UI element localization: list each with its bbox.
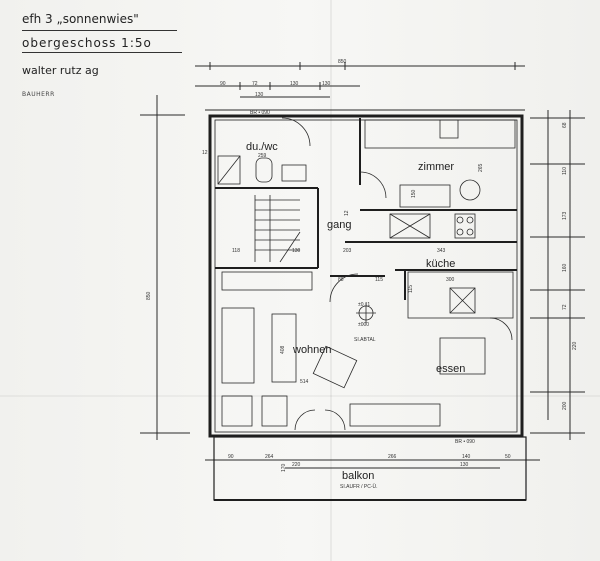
dim-interior: 118 xyxy=(232,248,240,254)
dim-interior: 514 xyxy=(300,379,309,385)
paper-fold-horizontal xyxy=(0,395,600,397)
room-label-dining: essen xyxy=(436,363,465,375)
dim-interior: 343 xyxy=(437,248,446,254)
dimension-lines xyxy=(140,62,585,469)
balcony-note: SI.AUFR / PC-Ü. xyxy=(340,483,378,490)
dim-left-total: 850 xyxy=(146,291,152,300)
dim-top-segment: 130 xyxy=(290,81,299,87)
dim-top-segment: 72 xyxy=(252,81,258,87)
dim-interior: 88 xyxy=(338,277,344,283)
dim-right-segment: 68 xyxy=(562,122,568,128)
room-label-hallway: gang xyxy=(327,219,351,231)
dim-right-segment: 72 xyxy=(562,304,568,310)
br-note-top: BR • 090 xyxy=(250,110,270,116)
dim-interior: 115 xyxy=(375,277,383,283)
level-value: ±0.11 xyxy=(358,302,370,308)
dim-interior: 300 xyxy=(446,277,455,283)
dim-interior: 170 xyxy=(281,463,287,472)
dim-bottom-segment: 50 xyxy=(505,454,511,460)
dim-interior: 12 xyxy=(202,150,208,156)
room-label-bedroom: zimmer xyxy=(418,161,454,173)
room-label-bathroom: du./wc xyxy=(246,141,278,153)
architect-name: walter rutz ag xyxy=(22,64,99,77)
dim-top-sub: 130 xyxy=(255,92,264,98)
dim-interior: 115 xyxy=(408,285,414,293)
dim-top-segment: 130 xyxy=(322,81,331,87)
project-title: efh 3 „sonnenwies" xyxy=(22,12,139,26)
level-base: ±000 xyxy=(358,322,369,328)
room-label-balcony: balkon xyxy=(342,470,374,482)
dim-interior: 259 xyxy=(258,153,267,159)
dim-interior: 203 xyxy=(343,248,352,254)
client-label: BAUHERR xyxy=(22,91,55,98)
paper-fold-vertical xyxy=(330,0,332,561)
dim-right-segment: 110 xyxy=(562,167,568,175)
dim-bottom-segment: 266 xyxy=(388,454,397,460)
abtal-note: SI.ABTAL xyxy=(354,337,376,343)
dim-interior: 130 xyxy=(292,248,301,254)
dim-interior: 12 xyxy=(344,210,350,216)
dim-right-segment: 173 xyxy=(562,211,568,220)
dim-interior: 150 xyxy=(411,189,417,198)
dim-right-segment: 220 xyxy=(572,341,578,350)
title-underline xyxy=(22,30,177,31)
stair-and-fixtures xyxy=(217,117,516,431)
dim-top-total: 850 xyxy=(338,59,347,65)
balcony-slab xyxy=(213,436,527,501)
interior-walls xyxy=(215,118,517,300)
dim-interior: 265 xyxy=(478,163,484,172)
dim-bottom-sub: 130 xyxy=(460,462,469,468)
dim-bottom-segment: 264 xyxy=(265,454,274,460)
dim-bottom-sub: 220 xyxy=(292,462,301,468)
dim-bottom-segment: 140 xyxy=(462,454,471,460)
title-underline xyxy=(22,52,182,53)
floor-scale-title: obergeschoss 1:5o xyxy=(22,36,152,50)
dim-right-segment: 200 xyxy=(562,401,568,410)
dim-interior: 408 xyxy=(280,345,286,354)
dim-top-segment: 90 xyxy=(220,81,226,87)
dim-bottom-segment: 90 xyxy=(228,454,234,460)
room-label-kitchen: küche xyxy=(426,258,455,270)
room-label-living: wohnen xyxy=(292,344,332,356)
br-note-bottom: BR • 090 xyxy=(455,439,475,445)
dim-right-segment: 160 xyxy=(562,263,568,272)
